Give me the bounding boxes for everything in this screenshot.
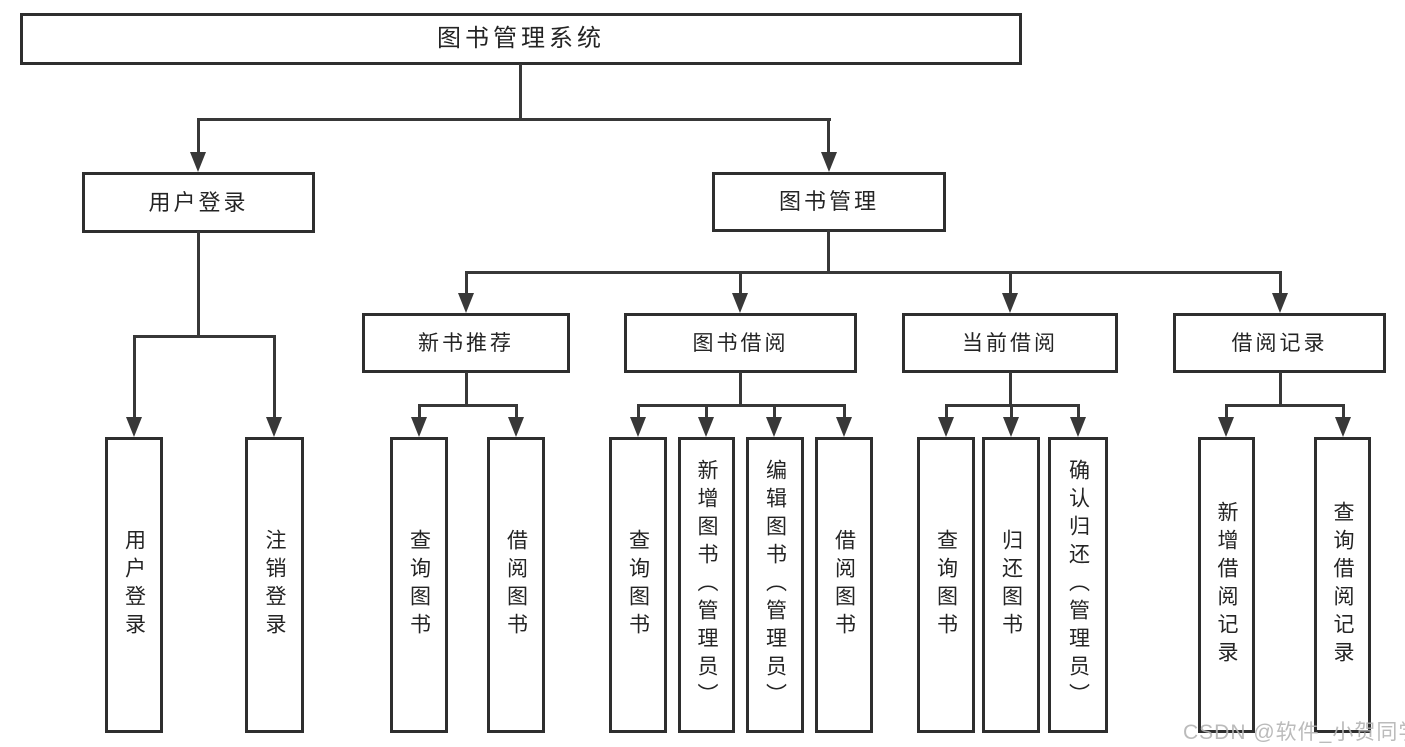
arrow-down-icon bbox=[821, 152, 837, 172]
leaf-recommend-borrow-book-label: 借阅图书 bbox=[504, 529, 528, 641]
arrow-down-icon bbox=[766, 417, 782, 437]
connector-drop-borrow-record bbox=[1279, 271, 1282, 296]
connector-drop bbox=[843, 404, 846, 420]
arrow-down-icon bbox=[732, 293, 748, 313]
connector-borrow-record-hline bbox=[1225, 404, 1345, 407]
node-borrow-record-label: 借阅记录 bbox=[1231, 331, 1328, 355]
arrow-down-icon bbox=[266, 417, 282, 437]
connector-drop bbox=[637, 404, 640, 420]
leaf-recommend-query-book: 查询图书 bbox=[390, 437, 448, 733]
node-root: 图书管理系统 bbox=[20, 13, 1022, 65]
leaf-borrow-query-book-label: 查询图书 bbox=[626, 529, 650, 641]
node-book-borrow-label: 图书借阅 bbox=[692, 331, 789, 355]
leaf-user-login-label: 用户登录 bbox=[122, 529, 146, 641]
arrow-down-icon bbox=[1003, 417, 1019, 437]
leaf-edit-book-admin: 编辑图书（管理员） bbox=[746, 437, 804, 733]
connector-drop-new-book-recommend bbox=[465, 271, 468, 296]
node-borrow-record: 借阅记录 bbox=[1173, 313, 1386, 373]
node-book-borrow: 图书借阅 bbox=[624, 313, 857, 373]
arrow-down-icon bbox=[458, 293, 474, 313]
connector-recommend-stem bbox=[465, 372, 468, 407]
connector-current-borrow-stem bbox=[1009, 372, 1012, 407]
connector-user-login-hline bbox=[133, 335, 276, 338]
connector-drop bbox=[1077, 404, 1080, 420]
connector-drop bbox=[1225, 404, 1228, 420]
arrow-down-icon bbox=[190, 152, 206, 172]
leaf-borrow-query-book: 查询图书 bbox=[609, 437, 667, 733]
arrow-down-icon bbox=[1272, 293, 1288, 313]
arrow-down-icon bbox=[836, 417, 852, 437]
connector-drop bbox=[773, 404, 776, 420]
connector-drop-book-management bbox=[827, 118, 830, 155]
connector-drop bbox=[705, 404, 708, 420]
arrow-down-icon bbox=[508, 417, 524, 437]
leaf-return-book-label: 归还图书 bbox=[999, 529, 1023, 641]
csdn-watermark: CSDN @软件_小贺同学 bbox=[1183, 721, 1405, 744]
arrow-down-icon bbox=[1070, 417, 1086, 437]
node-root-label: 图书管理系统 bbox=[437, 25, 605, 52]
leaf-query-borrow-record-label: 查询借阅记录 bbox=[1331, 501, 1354, 669]
node-new-book-recommend: 新书推荐 bbox=[362, 313, 570, 373]
leaf-borrow-book: 借阅图书 bbox=[815, 437, 873, 733]
arrow-down-icon bbox=[411, 417, 427, 437]
connector-drop-current-borrow bbox=[1009, 271, 1012, 296]
arrow-down-icon bbox=[1218, 417, 1234, 437]
leaf-confirm-return-admin: 确认归还（管理员） bbox=[1048, 437, 1108, 733]
leaf-add-borrow-record-label: 新增借阅记录 bbox=[1215, 501, 1238, 669]
connector-drop-leaf-user-login bbox=[133, 335, 136, 420]
connector-level3-hline bbox=[465, 271, 1282, 274]
node-user-login: 用户登录 bbox=[82, 172, 315, 233]
node-book-management-label: 图书管理 bbox=[778, 189, 879, 214]
leaf-query-borrow-record: 查询借阅记录 bbox=[1314, 437, 1371, 733]
leaf-add-borrow-record: 新增借阅记录 bbox=[1198, 437, 1255, 733]
connector-root-stem bbox=[519, 64, 522, 121]
connector-drop bbox=[418, 404, 421, 420]
arrow-down-icon bbox=[126, 417, 142, 437]
connector-book-borrow-hline bbox=[637, 404, 846, 407]
leaf-add-book-admin-label: 新增图书（管理员） bbox=[695, 459, 718, 711]
leaf-current-query-book-label: 查询图书 bbox=[934, 529, 958, 641]
connector-user-login-stem bbox=[197, 231, 200, 338]
connector-recommend-hline bbox=[418, 404, 518, 407]
leaf-edit-book-admin-label: 编辑图书（管理员） bbox=[763, 459, 787, 711]
connector-book-management-stem bbox=[827, 230, 830, 274]
arrow-down-icon bbox=[1335, 417, 1351, 437]
connector-drop bbox=[1010, 404, 1013, 420]
leaf-confirm-return-admin-label: 确认归还（管理员） bbox=[1066, 459, 1090, 711]
node-current-borrow-label: 当前借阅 bbox=[962, 331, 1058, 355]
leaf-recommend-borrow-book: 借阅图书 bbox=[487, 437, 545, 733]
leaf-logout-label: 注销登录 bbox=[263, 529, 286, 641]
leaf-return-book: 归还图书 bbox=[982, 437, 1040, 733]
leaf-recommend-query-book-label: 查询图书 bbox=[407, 529, 431, 641]
node-book-management: 图书管理 bbox=[712, 172, 946, 232]
connector-drop bbox=[945, 404, 948, 420]
connector-drop-book-borrow bbox=[739, 271, 742, 296]
arrow-down-icon bbox=[630, 417, 646, 437]
connector-drop bbox=[515, 404, 518, 420]
connector-drop-leaf-logout bbox=[273, 335, 276, 420]
node-current-borrow: 当前借阅 bbox=[902, 313, 1118, 373]
arrow-down-icon bbox=[698, 417, 714, 437]
leaf-add-book-admin: 新增图书（管理员） bbox=[678, 437, 735, 733]
arrow-down-icon bbox=[938, 417, 954, 437]
connector-level1-hline bbox=[197, 118, 831, 121]
arrow-down-icon bbox=[1002, 293, 1018, 313]
leaf-borrow-book-label: 借阅图书 bbox=[832, 529, 856, 641]
connector-drop-user-login bbox=[197, 118, 200, 155]
leaf-logout: 注销登录 bbox=[245, 437, 304, 733]
leaf-current-query-book: 查询图书 bbox=[917, 437, 975, 733]
node-new-book-recommend-label: 新书推荐 bbox=[418, 331, 514, 355]
leaf-user-login: 用户登录 bbox=[105, 437, 163, 733]
connector-borrow-record-stem bbox=[1279, 372, 1282, 407]
connector-book-borrow-stem bbox=[739, 372, 742, 407]
connector-drop bbox=[1342, 404, 1345, 420]
node-user-login-label: 用户登录 bbox=[148, 189, 249, 215]
